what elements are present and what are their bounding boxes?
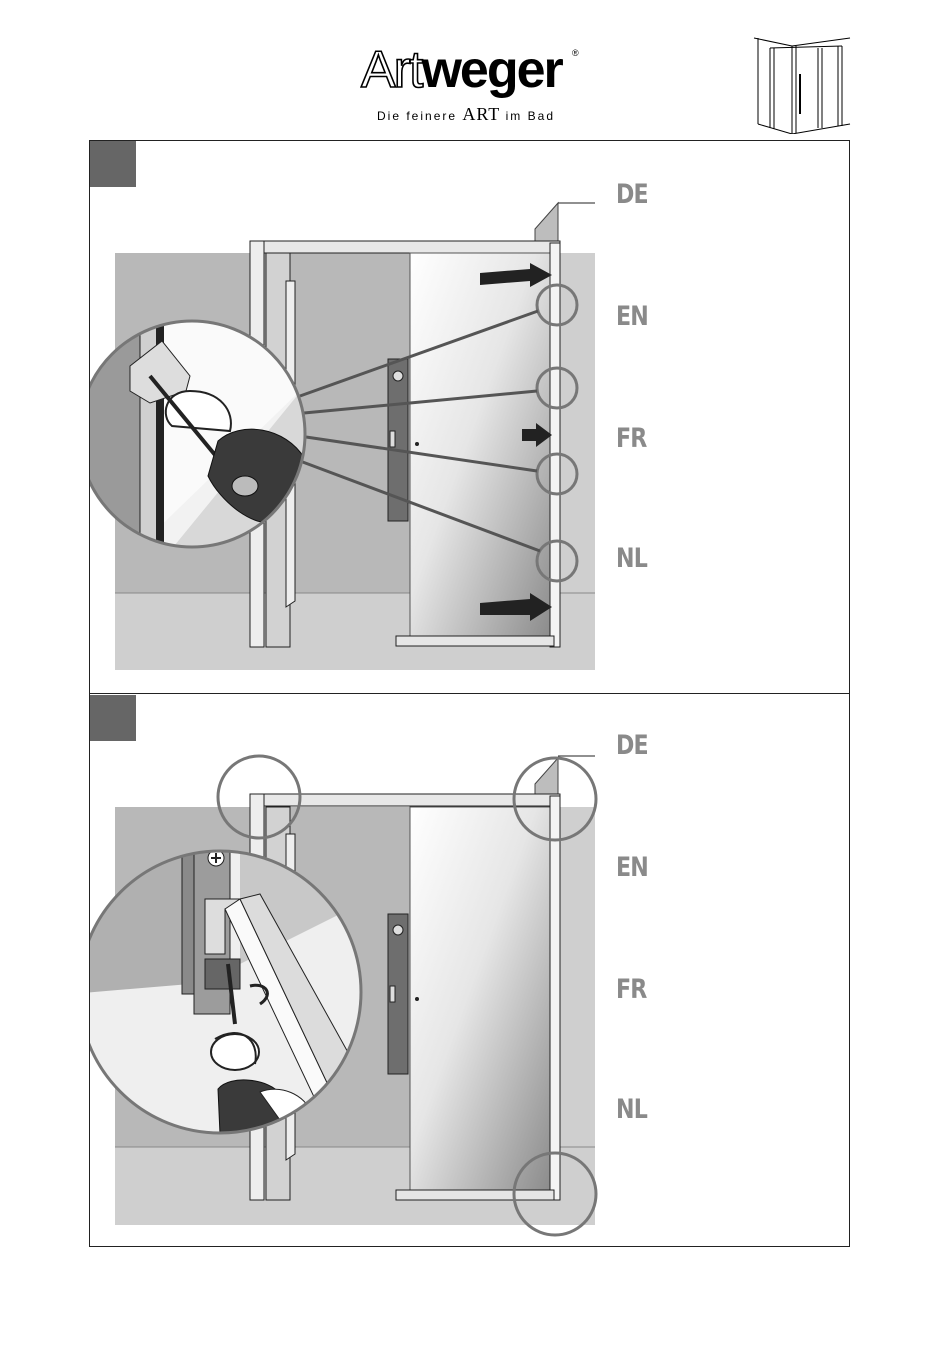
language-label-nl: NL — [616, 543, 647, 574]
registered-mark: ® — [572, 48, 579, 58]
step-1-panel: DE EN FR NL — [89, 140, 850, 694]
language-label-de: DE — [616, 730, 648, 761]
language-label-en: EN — [616, 301, 648, 332]
language-label-nl: NL — [616, 1094, 647, 1125]
language-label-de: DE — [616, 179, 648, 210]
step-1-illustration — [90, 141, 851, 695]
language-label-fr: FR — [616, 423, 647, 454]
brand-wordmark: Artweger — [361, 40, 562, 100]
step-2-panel: DE EN FR NL — [89, 694, 850, 1247]
step-2-illustration — [90, 694, 851, 1247]
language-label-fr: FR — [616, 974, 647, 1005]
brand-logo: Artweger ® Die feinere ART im Bad — [355, 40, 595, 130]
brand-tagline: Die feinere ART im Bad — [377, 104, 555, 125]
language-label-en: EN — [616, 852, 648, 883]
shower-enclosure-icon — [752, 34, 852, 134]
